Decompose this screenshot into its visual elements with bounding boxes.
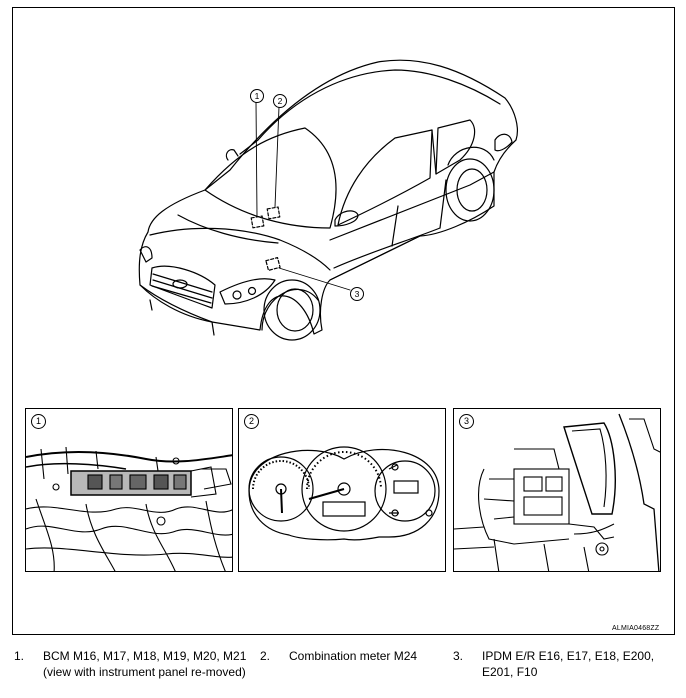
figure-code: ALMIA0468ZZ: [612, 625, 659, 632]
legend-number-2: 2.: [260, 648, 270, 664]
legend-text-2: Combination meter M24: [289, 648, 417, 664]
callout-1: 1: [250, 89, 264, 103]
car-illustration: [0, 0, 686, 400]
bcm-wiring-icon: [26, 409, 233, 572]
panel-number-2: 2: [244, 414, 259, 429]
ipdm-engine-room-icon: [454, 409, 661, 572]
combination-meter-icon: [239, 409, 446, 572]
legend-text-1: BCM M16, M17, M18, M19, M20, M21 (view w…: [43, 648, 258, 680]
legend-number-3: 3.: [453, 648, 463, 664]
panel-combination-meter: 2: [238, 408, 446, 572]
panel-number-1: 1: [31, 414, 46, 429]
legend-text-3: IPDM E/R E16, E17, E18, E200, E201, F10: [482, 648, 677, 680]
legend-number-1: 1.: [14, 648, 24, 664]
panel-number-3: 3: [459, 414, 474, 429]
callout-3: 3: [350, 287, 364, 301]
callout-2: 2: [273, 94, 287, 108]
panel-ipdm-er: 3: [453, 408, 661, 572]
panel-bcm: 1: [25, 408, 233, 572]
